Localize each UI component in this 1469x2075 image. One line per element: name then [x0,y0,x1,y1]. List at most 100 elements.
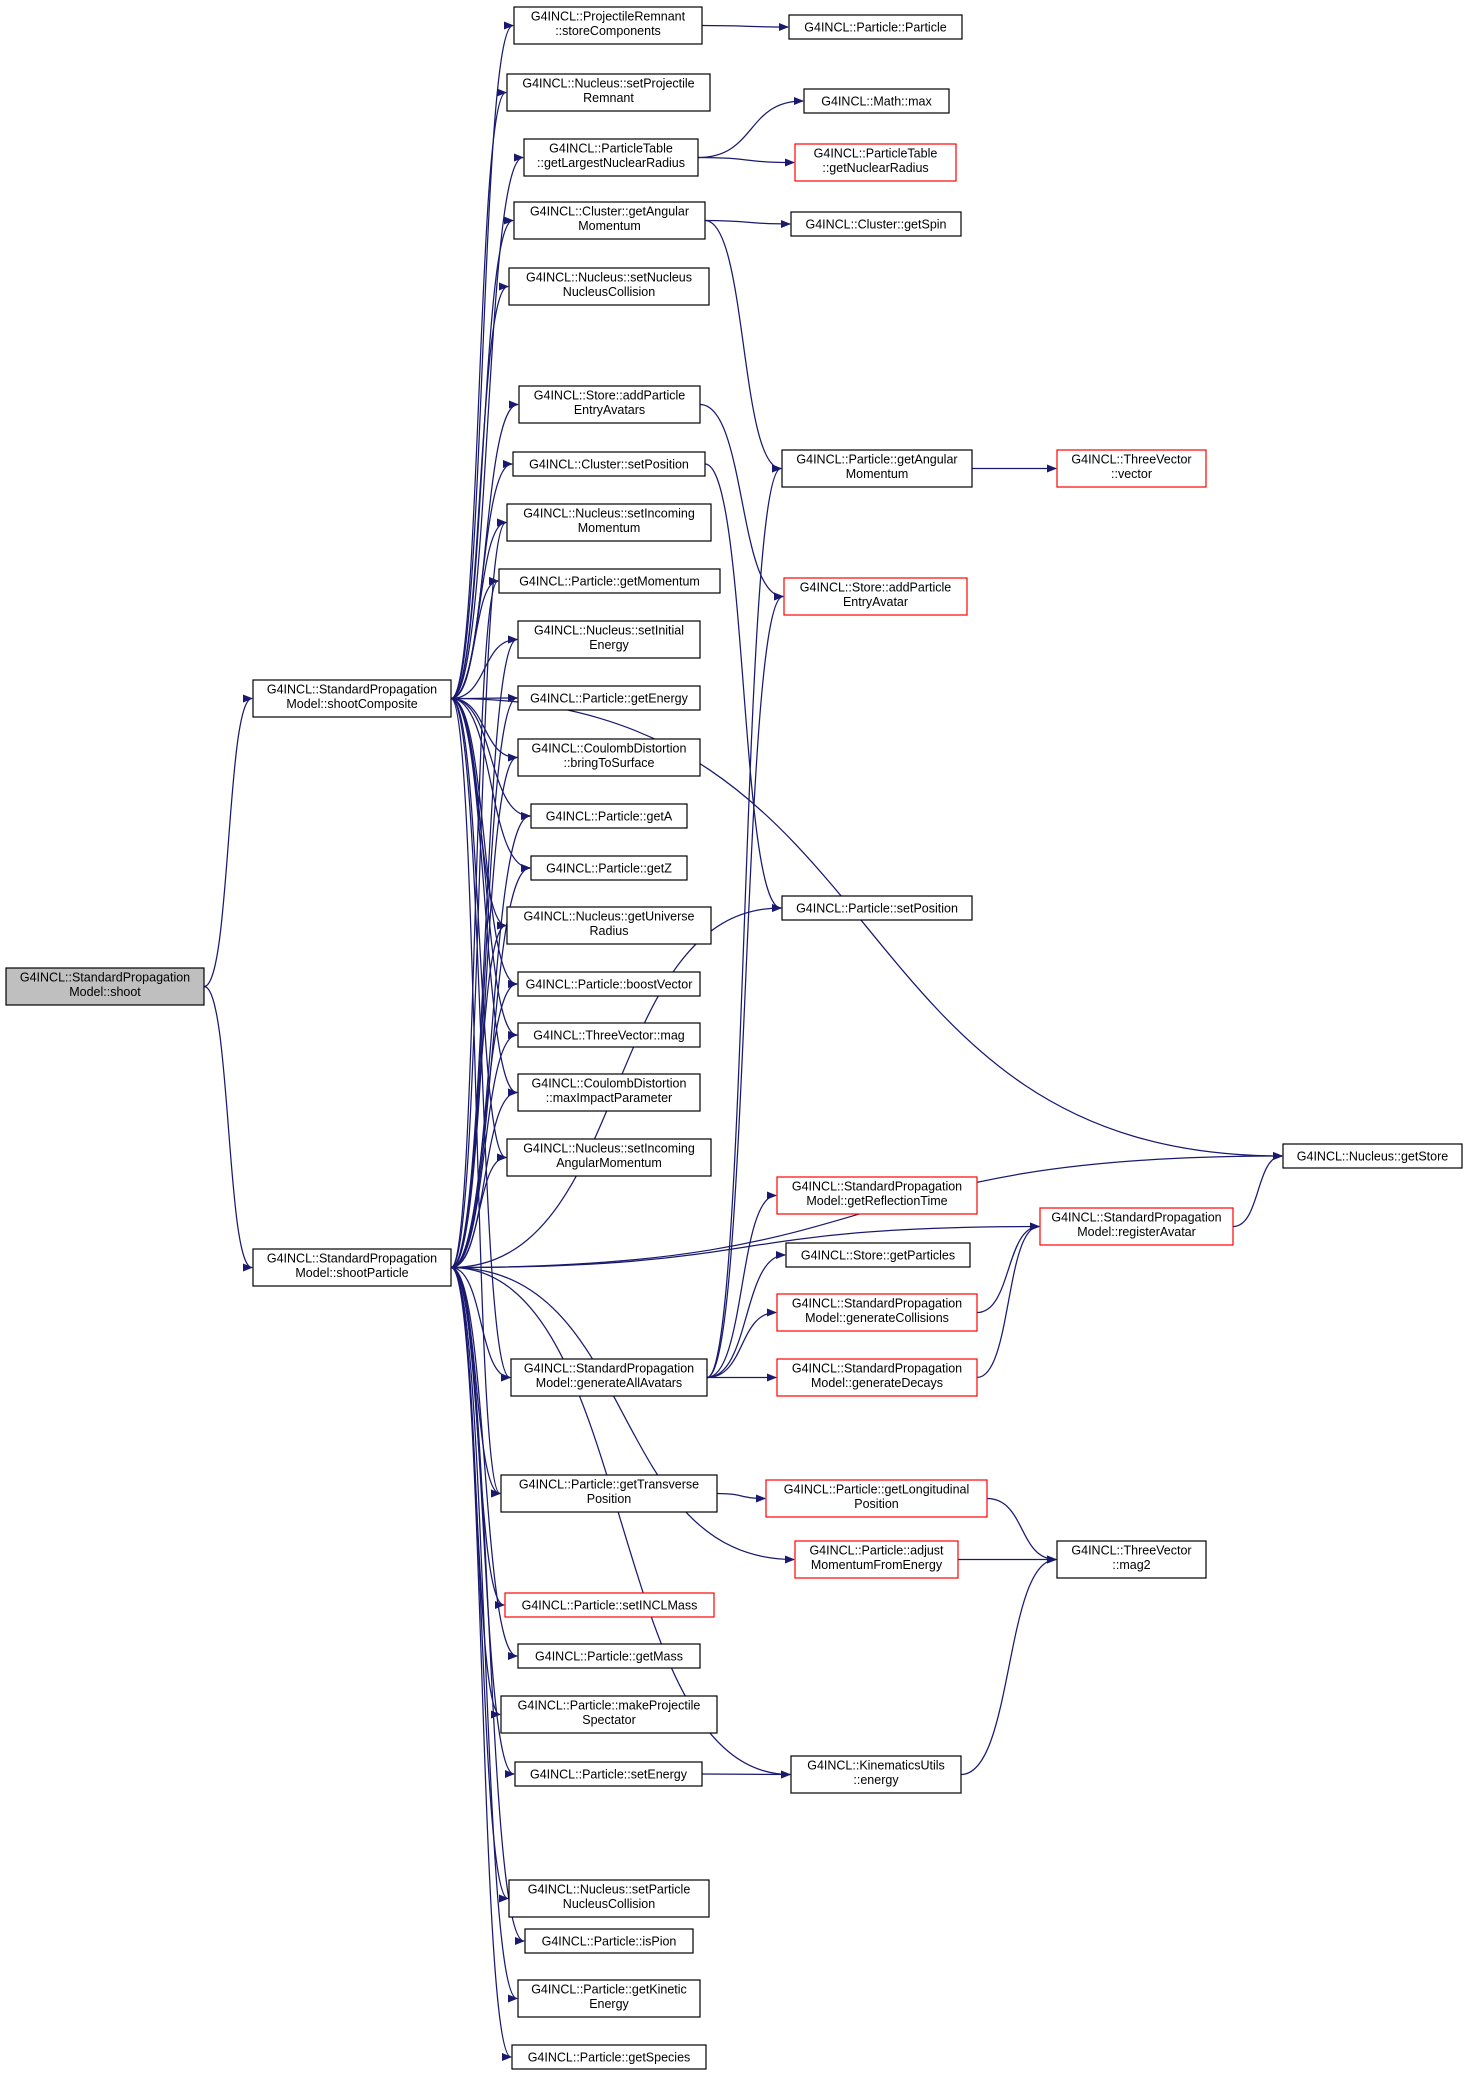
node-label-line: G4INCL::StandardPropagation [20,971,190,985]
node-adjust-mom[interactable]: G4INCL::Particle::adjustMomentumFromEner… [794,1540,959,1579]
node-set-energy[interactable]: G4INCL::Particle::setEnergy [514,1761,703,1787]
node-shoot-particle[interactable]: G4INCL::StandardPropagationModel::shootP… [252,1248,452,1287]
node-label-line: Momentum [578,219,641,233]
node-boost-vector[interactable]: G4INCL::Particle::boostVector [517,971,701,997]
nodes-layer: G4INCL::StandardPropagationModel::shootG… [5,6,1463,2070]
node-gen-all[interactable]: G4INCL::StandardPropagationModel::genera… [510,1358,708,1397]
node-label-line: G4INCL::Particle::getZ [546,862,672,876]
node-shoot-composite[interactable]: G4INCL::StandardPropagationModel::shootC… [252,679,452,718]
node-max-impact[interactable]: G4INCL::CoulombDistortion::maxImpactPara… [517,1073,701,1112]
node-label-line: G4INCL::StandardPropagation [792,1180,962,1194]
node-get-mass[interactable]: G4INCL::Particle::getMass [517,1643,701,1669]
node-gen-decays[interactable]: G4INCL::StandardPropagationModel::genera… [776,1358,978,1397]
node-label-line: Model::getReflectionTime [806,1194,947,1208]
node-math-max[interactable]: G4INCL::Math::max [803,88,950,114]
edge-trans-pos-to-long-pos [716,1492,766,1503]
node-cluster-set-pos[interactable]: G4INCL::Cluster::setPosition [512,451,706,477]
node-label-line: AngularMomentum [556,1156,662,1170]
node-label-line: NucleusCollision [563,1897,655,1911]
node-label-line: G4INCL::Particle::makeProjectile [518,1699,701,1713]
node-box [790,211,962,237]
node-box [518,385,701,424]
node-kin-energy[interactable]: G4INCL::KinematicsUtils::energy [790,1755,962,1794]
node-label-line: G4INCL::Particle::getMomentum [519,575,700,589]
node-get-momentum[interactable]: G4INCL::Particle::getMomentum [498,568,721,594]
node-label-line: G4INCL::Nucleus::getUniverse [524,910,695,924]
edge-shoot-particle-to-get-kinetic [450,1266,518,2003]
edge-shoot-particle-to-kin-energy [450,1266,791,1779]
node-label-line: G4INCL::Particle::setEnergy [530,1768,688,1782]
node-refl-time[interactable]: G4INCL::StandardPropagationModel::getRef… [776,1176,978,1215]
node-label-line: G4INCL::Particle::getKinetic [531,1983,687,1997]
node-long-pos[interactable]: G4INCL::Particle::getLongitudinalPositio… [765,1479,988,1518]
node-label-line: G4INCL::CoulombDistortion [532,1077,687,1091]
edge-shoot-composite-to-get-a [450,697,531,820]
node-set-inc-ang-mom[interactable]: G4INCL::Nucleus::setIncomingAngularMomen… [506,1138,712,1177]
node-box [517,620,701,659]
node-particle-ctor[interactable]: G4INCL::Particle::Particle [788,14,963,40]
edge-shoot-composite-to-get-store [450,697,1283,1160]
node-label-line: G4INCL::StandardPropagation [267,1252,437,1266]
node-label-line: G4INCL::ProjectileRemnant [531,10,686,24]
node-largest-radius[interactable]: G4INCL::ParticleTable::getLargestNuclear… [523,138,699,177]
edge-register-avatar-to-get-store [1232,1152,1283,1228]
node-tv-vector[interactable]: G4INCL::ThreeVector::vector [1056,449,1207,488]
edge-shoot-composite-to-max-impact [450,697,518,1097]
node-label-line: G4INCL::Nucleus::setParticle [528,1883,691,1897]
node-register-avatar[interactable]: G4INCL::StandardPropagationModel::regist… [1039,1207,1234,1246]
node-set-inclmass[interactable]: G4INCL::Particle::setINCLMass [504,1592,715,1618]
node-particle-set-pos[interactable]: G4INCL::Particle::setPosition [781,895,973,921]
node-proj-remnant-store[interactable]: G4INCL::ProjectileRemnant::storeComponen… [513,6,703,45]
edge-shoot-particle-to-register-avatar [450,1222,1040,1269]
node-is-pion[interactable]: G4INCL::Particle::isPion [524,1928,694,1954]
node-nuclear-radius[interactable]: G4INCL::ParticleTable::getNuclearRadius [794,143,957,182]
node-label-line: Model::shootComposite [286,697,417,711]
node-label-line: G4INCL::Particle::Particle [804,21,946,35]
node-set-nncollision[interactable]: G4INCL::Nucleus::setNucleusNucleusCollis… [508,267,710,306]
node-label-line: G4INCL::Particle::isPion [542,1935,677,1949]
node-set-pncollision[interactable]: G4INCL::Nucleus::setParticleNucleusColli… [508,1879,710,1918]
edge-shoot-particle-to-get-species [450,1266,512,2061]
node-bring-to-surface[interactable]: G4INCL::CoulombDistortion::bringToSurfac… [517,738,701,777]
node-make-proj-spect[interactable]: G4INCL::Particle::makeProjectileSpectato… [500,1695,718,1734]
node-box [512,451,706,477]
node-label-line: G4INCL::Particle::getSpecies [528,2051,691,2065]
edge-cluster-ang-mom-to-cluster-spin [704,219,791,228]
node-get-z[interactable]: G4INCL::Particle::getZ [530,855,688,881]
node-box [781,895,973,921]
node-box [783,577,968,616]
node-get-a[interactable]: G4INCL::Particle::getA [530,803,688,829]
node-tv-mag[interactable]: G4INCL::ThreeVector::mag [517,1022,701,1048]
node-label-line: G4INCL::KinematicsUtils [807,1759,945,1773]
node-get-species[interactable]: G4INCL::Particle::getSpecies [511,2044,707,2070]
edge-shoot-to-shoot-composite [203,694,253,988]
node-get-energy[interactable]: G4INCL::Particle::getEnergy [517,685,701,711]
node-label-line: G4INCL::Particle::getEnergy [530,692,688,706]
node-box [506,73,711,112]
node-label-line: G4INCL::Particle::setINCLMass [522,1599,698,1613]
node-label-line: G4INCL::Nucleus::setProjectile [522,77,694,91]
node-label-line: G4INCL::StandardPropagation [792,1297,962,1311]
node-tv-mag2[interactable]: G4INCL::ThreeVector::mag2 [1056,1540,1207,1579]
node-get-particles[interactable]: G4INCL::Store::getParticles [785,1242,971,1268]
node-box [776,1176,978,1215]
node-get-store[interactable]: G4INCL::Nucleus::getStore [1282,1143,1463,1169]
node-label-line: ::bringToSurface [563,756,654,770]
node-label-line: G4INCL::Nucleus::setNucleus [526,271,692,285]
node-gen-collisions[interactable]: G4INCL::StandardPropagationModel::genera… [776,1293,978,1332]
node-label-line: G4INCL::StandardPropagation [792,1362,962,1376]
node-cluster-spin[interactable]: G4INCL::Cluster::getSpin [790,211,962,237]
node-box [517,1643,701,1669]
node-box [511,2044,707,2070]
